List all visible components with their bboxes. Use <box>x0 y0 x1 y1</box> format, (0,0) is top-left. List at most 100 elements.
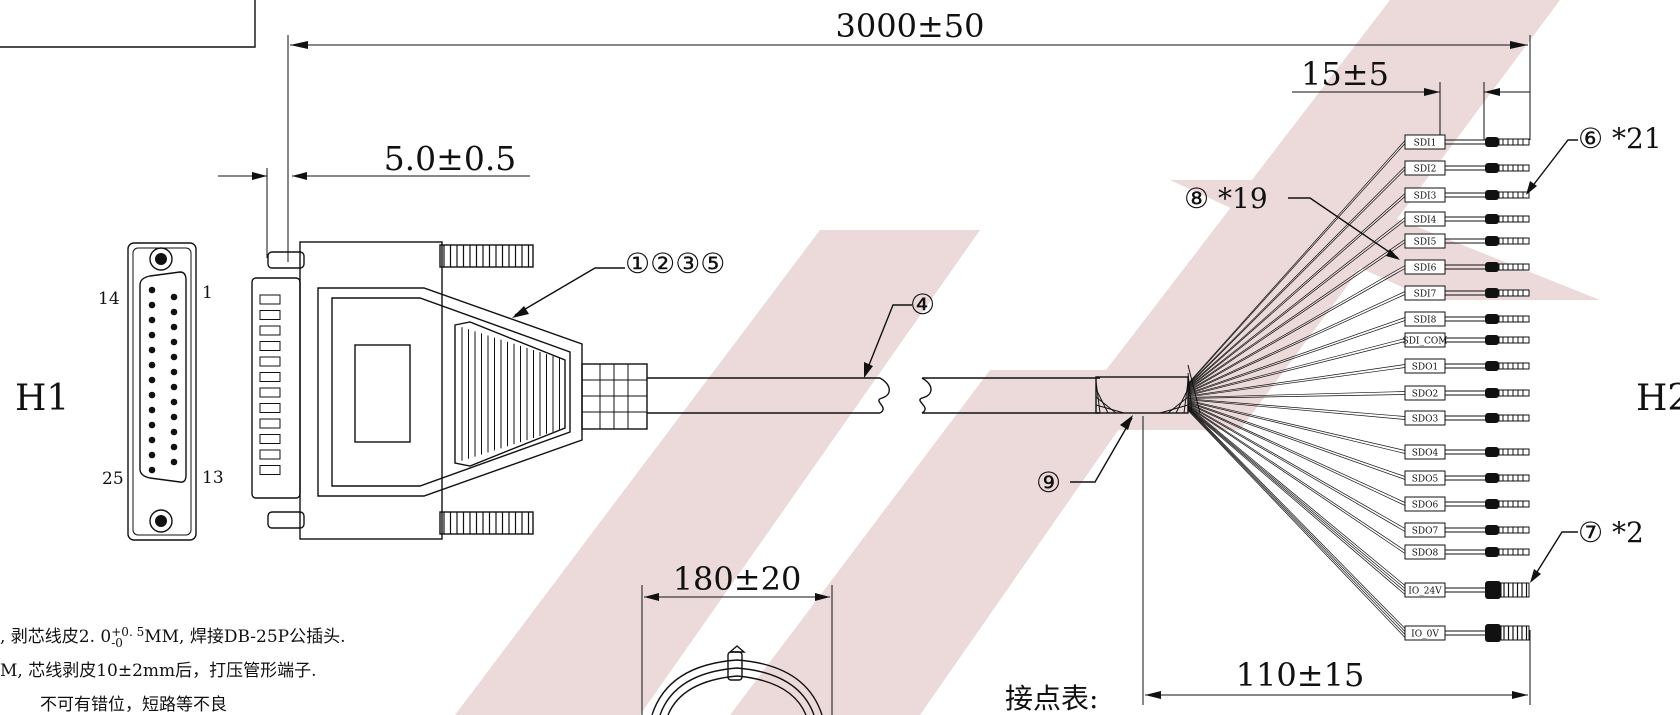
wire <box>1187 405 1406 586</box>
pin <box>170 443 178 451</box>
wire-label: IO_0V <box>1411 630 1439 640</box>
ferrule-small <box>1485 163 1499 173</box>
wire-fanout: SDI1SDI2SDI3SDI4SDI5SDI6SDI7SDI8SDI_COMS… <box>1187 134 1530 642</box>
connector-pin-side <box>259 465 281 475</box>
wire <box>1187 399 1406 420</box>
wire <box>1187 367 1406 398</box>
ferrule-small <box>1498 548 1530 556</box>
note-line-2: M, 芯线剥皮10±2mm后，打压管形端子. <box>0 661 317 681</box>
callout-connector-text: ①②③⑤ <box>625 247 725 280</box>
wire <box>1187 408 1406 632</box>
ferrule-small <box>1498 500 1530 508</box>
wire-label-box <box>1404 233 1446 249</box>
ferrule-large <box>1500 582 1530 598</box>
ferrule-small <box>1498 414 1530 422</box>
pin-label-13: 13 <box>202 468 224 488</box>
connector-pin-side <box>259 372 281 382</box>
ferrule-small <box>1498 315 1530 323</box>
wire <box>1187 404 1406 532</box>
pin <box>170 368 178 376</box>
connector-pin-side <box>259 341 281 351</box>
sleeve-hatch <box>1159 404 1189 414</box>
ferrule-small <box>1485 361 1499 371</box>
note-line-1-end: MM, 焊接DB-25P公插头. <box>144 627 346 647</box>
wire-label-box <box>1404 410 1446 426</box>
wire <box>1187 169 1406 387</box>
pin <box>170 323 178 331</box>
tolerance-stack: +0. 5-0 <box>111 626 144 649</box>
wire <box>1187 409 1406 635</box>
pin <box>148 376 156 384</box>
callout-wires: ⑧ *19 <box>1184 182 1400 260</box>
ferrule-small <box>1498 164 1530 172</box>
connector-pin-side <box>259 294 281 305</box>
wire-label: SDI8 <box>1414 316 1437 326</box>
total-length-text: 3000±50 <box>836 7 985 45</box>
ferrule-small <box>1498 526 1530 534</box>
strip-length-text: 15±5 <box>1301 55 1389 93</box>
wire <box>1187 401 1406 477</box>
wire-label-box <box>1404 332 1446 348</box>
wire-label: SDO1 <box>1412 363 1439 373</box>
sleeve-hatch <box>1095 388 1109 414</box>
ferrule-small <box>1498 215 1530 223</box>
ferrule-small <box>1485 388 1499 398</box>
ferrule-large <box>1485 624 1501 642</box>
pin <box>170 458 178 466</box>
ferrule-small <box>1485 190 1499 200</box>
pin <box>170 293 178 301</box>
callout-connector: ①②③⑤ <box>512 247 725 318</box>
wire-label-box <box>1404 285 1446 301</box>
ferrule-small <box>1498 289 1530 297</box>
wire-label-box <box>1404 496 1446 512</box>
pin-label-14: 14 <box>98 289 120 309</box>
wire <box>1187 402 1406 503</box>
ferrule-small <box>1485 314 1499 324</box>
sleeve-hatch <box>1095 404 1125 414</box>
ferrule-small <box>1498 474 1530 482</box>
wire <box>1187 143 1406 385</box>
pin <box>148 331 156 339</box>
connector-pin-side <box>259 356 281 367</box>
wire-label-box <box>1404 311 1446 327</box>
connector-pin-side <box>259 434 281 444</box>
pin <box>170 398 178 406</box>
wire-label: SDI7 <box>1414 290 1437 300</box>
pin <box>170 338 178 346</box>
pin <box>148 391 156 399</box>
wire <box>1187 242 1406 391</box>
wire <box>1187 196 1406 388</box>
wire <box>1187 291 1406 393</box>
wire-label-box <box>1404 544 1446 560</box>
ferrule-large <box>1485 581 1501 599</box>
pin <box>170 353 178 361</box>
breakout-dimension: 110±15 <box>1142 416 1531 705</box>
wire <box>1187 239 1406 390</box>
ferrule-small <box>1498 138 1530 146</box>
sleeve-hatch <box>1095 380 1101 414</box>
wire <box>1187 140 1406 384</box>
wire-label: SDO8 <box>1412 549 1439 559</box>
wire <box>1187 394 1406 399</box>
callout-cable: ④ <box>864 288 935 378</box>
wire-label-box <box>1404 259 1446 275</box>
wire-label: SDI2 <box>1414 165 1437 175</box>
wire-label: SDI3 <box>1414 192 1437 202</box>
pin <box>148 316 156 324</box>
connector-pin-side <box>259 387 281 398</box>
pin <box>170 383 178 391</box>
pin <box>148 421 156 429</box>
wire <box>1187 408 1406 595</box>
wire-label-box <box>1404 358 1446 374</box>
note-line-1-start: , 剥芯线皮2. 0 <box>0 627 112 647</box>
db25-front-view: 14 1 25 13 <box>98 242 224 541</box>
wire <box>1187 391 1406 398</box>
wire-label-box <box>1404 211 1446 227</box>
wire-label: SDI_COM <box>1403 337 1448 347</box>
wire <box>1187 407 1406 629</box>
pin <box>170 428 178 436</box>
wire-label: SDO3 <box>1412 415 1439 425</box>
wire-label: SDI4 <box>1414 216 1437 226</box>
